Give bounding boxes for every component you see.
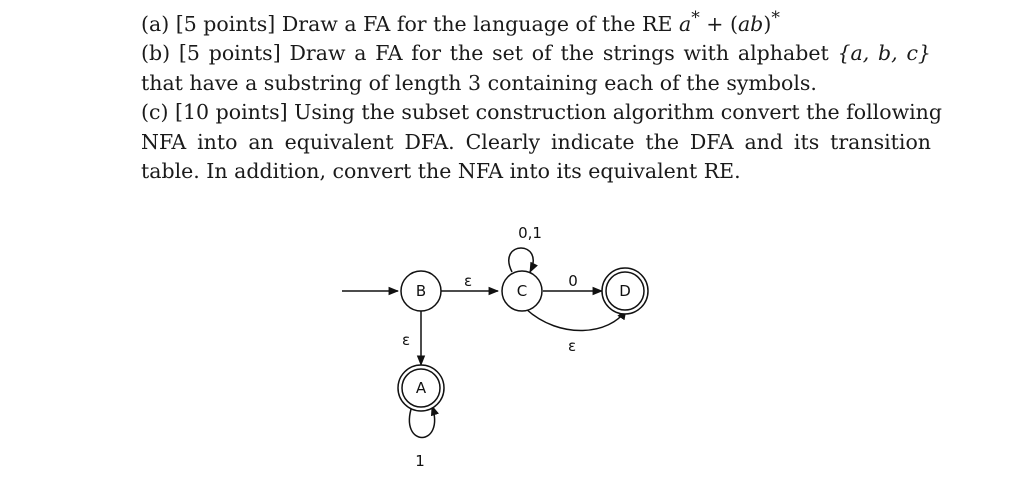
part-a-text: Draw a FA for the language of the RE — [281, 11, 673, 36]
state-a: A — [397, 364, 445, 412]
part-b-line-1: (b) [5 points] Draw a FA for the set of … — [141, 39, 931, 69]
regex-ab: ab — [737, 11, 764, 36]
part-c-text-2: NFA into an equivalent DFA. Clearly indi… — [141, 129, 931, 154]
regex-close: ) — [763, 11, 772, 36]
part-a-label: (a) — [141, 11, 170, 36]
part-c-line-2: NFA into an equivalent DFA. Clearly indi… — [141, 128, 931, 158]
part-c-label: (c) — [141, 100, 169, 125]
part-b-points: [5 points] — [178, 41, 281, 66]
state-d: D — [601, 267, 649, 315]
edge-c-d-epsilon — [525, 308, 627, 332]
problem-text: (a) [5 points] Draw a FA for the languag… — [141, 4, 942, 187]
state-a-label: A — [416, 379, 427, 397]
state-b-label: B — [416, 282, 426, 300]
state-c: C — [501, 270, 543, 312]
regex-star-1: * — [691, 8, 700, 28]
edge-a-loop-label: 1 — [415, 452, 425, 470]
edge-b-c-label: ε — [464, 272, 472, 290]
state-c-label: C — [517, 282, 527, 300]
part-c-text-1: Using the subset construction algorithm … — [294, 100, 942, 125]
part-a-line: (a) [5 points] Draw a FA for the languag… — [141, 4, 931, 39]
edge-a-loop — [408, 405, 439, 439]
part-a-points: [5 points] — [175, 11, 276, 36]
edge-c-d-epsilon-label: ε — [568, 337, 576, 355]
regex-a: a — [678, 11, 692, 36]
state-d-label: D — [619, 282, 631, 300]
part-c-points: [10 points] — [175, 100, 288, 125]
part-b-label: (b) — [141, 41, 171, 66]
part-c-line-1: (c) [10 points] Using the subset constru… — [141, 98, 942, 128]
edge-c-loop-label: 0,1 — [518, 224, 542, 242]
edge-b-a-label: ε — [402, 331, 410, 349]
regex-plus: + ( — [699, 11, 738, 36]
part-b-text-1: Draw a FA for the set of the strings wit… — [289, 41, 829, 66]
part-b-alphabet: {a, b, c} — [837, 41, 931, 66]
state-b: B — [400, 270, 442, 312]
edge-c-loop — [508, 247, 538, 273]
part-c-text-3: table. In addition, convert the NFA into… — [141, 159, 741, 184]
part-b-line-2: that have a substring of length 3 contai… — [141, 69, 931, 99]
edge-c-d-0-label: 0 — [568, 272, 578, 290]
part-b-text-2: that have a substring of length 3 contai… — [141, 70, 817, 95]
part-a-regex: a* + (ab)* — [678, 8, 780, 36]
part-c-line-3: table. In addition, convert the NFA into… — [141, 157, 931, 187]
regex-star-2: * — [771, 8, 780, 28]
